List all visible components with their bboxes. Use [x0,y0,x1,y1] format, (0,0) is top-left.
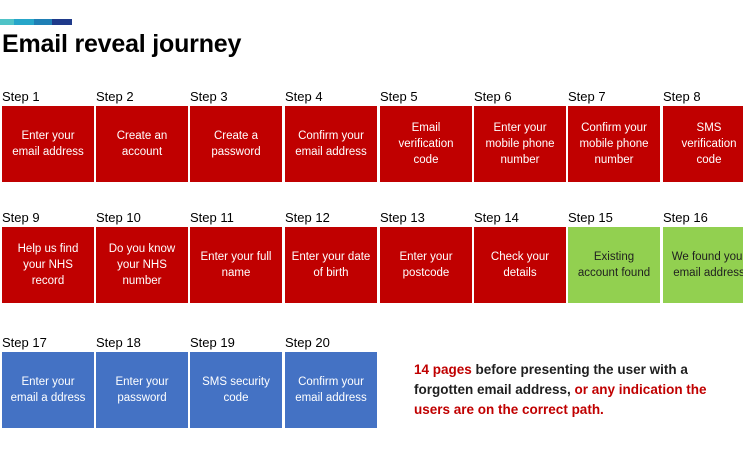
step-label: Step 20 [285,335,330,350]
step-box: Email verification code [380,106,472,182]
step-label: Step 17 [2,335,47,350]
note-body: before presenting the user with a forgot… [414,362,688,397]
step-label: Step 8 [663,89,701,104]
accent-segment-1 [0,19,14,25]
step-box: Confirm your mobile phone number [568,106,660,182]
step-label: Step 4 [285,89,323,104]
accent-segment-4 [52,19,72,25]
step-label: Step 6 [474,89,512,104]
step-label: Step 10 [96,210,141,225]
step-box: Enter your mobile phone number [474,106,566,182]
step-label: Step 1 [2,89,40,104]
step-box: We found your email address [663,227,743,303]
step-label: Step 18 [96,335,141,350]
step-box: SMS verification code [663,106,743,182]
step-label: Step 7 [568,89,606,104]
step-box: Enter your full name [190,227,282,303]
step-label: Step 19 [190,335,235,350]
step-label: Step 16 [663,210,708,225]
step-box: Create an account [96,106,188,182]
step-box: Do you know your NHS number [96,227,188,303]
accent-segment-3 [34,19,52,25]
step-label: Step 5 [380,89,418,104]
accent-segment-2 [14,19,34,25]
step-box: Enter your password [96,352,188,428]
step-label: Step 9 [2,210,40,225]
step-label: Step 13 [380,210,425,225]
step-label: Step 14 [474,210,519,225]
step-label: Step 15 [568,210,613,225]
summary-note: 14 pages before presenting the user with… [414,360,734,420]
note-highlight-end: or any indication the users are on the c… [414,382,707,417]
step-box: Check your details [474,227,566,303]
step-label: Step 12 [285,210,330,225]
step-label: Step 3 [190,89,228,104]
step-box: Enter your email address [2,106,94,182]
step-label: Step 2 [96,89,134,104]
step-label: Step 11 [190,210,234,225]
page-title: Email reveal journey [2,30,242,58]
step-box: Enter your date of birth [285,227,377,303]
step-box: Enter your postcode [380,227,472,303]
step-box: SMS security code [190,352,282,428]
step-box: Help us find your NHS record [2,227,94,303]
step-box: Enter your email a ddress [2,352,94,428]
note-highlight-count: 14 pages [414,362,472,377]
step-box: Existing account found [568,227,660,303]
step-box: Confirm your email address [285,106,377,182]
step-box: Create a password [190,106,282,182]
step-box: Confirm your email address [285,352,377,428]
